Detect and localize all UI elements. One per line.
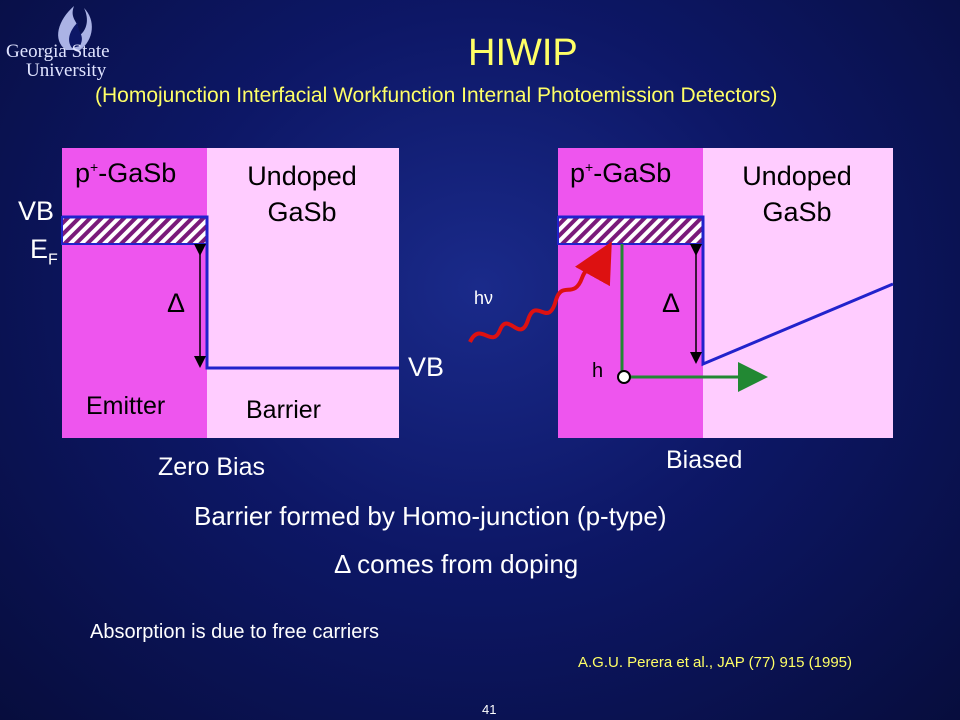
slide-title: HIWIP bbox=[468, 32, 578, 74]
hole-label: h bbox=[592, 360, 604, 382]
left-delta-label: Δ bbox=[167, 288, 186, 318]
right-barrier-region bbox=[703, 148, 893, 438]
citation: A.G.U. Perera et al., JAP (77) 915 (1995… bbox=[578, 654, 853, 671]
left-barrier-title: Undoped GaSb bbox=[232, 158, 372, 230]
left-vb-label: VB bbox=[18, 196, 55, 226]
left-barrier-line2: GaSb bbox=[267, 197, 337, 227]
right-vb-label: VB bbox=[408, 352, 445, 382]
biased-caption: Biased bbox=[666, 446, 743, 474]
left-emitter-prefix: p bbox=[75, 158, 91, 188]
right-barrier-line1: Undoped bbox=[742, 161, 852, 191]
right-emitter-sup: + bbox=[585, 159, 594, 175]
fermi-sub: F bbox=[48, 251, 58, 269]
left-emitter-title: p+-GaSb bbox=[75, 158, 176, 189]
slide-subtitle: (Homojunction Interfacial Workfunction I… bbox=[95, 84, 778, 107]
page-number: 41 bbox=[482, 702, 497, 717]
left-emitter-suffix: -GaSb bbox=[98, 158, 177, 188]
left-barrier-line1: Undoped bbox=[247, 161, 357, 191]
left-emitter-region bbox=[62, 148, 207, 438]
free-carrier-note: Absorption is due to free carriers bbox=[90, 621, 380, 643]
statement-doping: Δ comes from doping bbox=[334, 549, 579, 579]
photon-wave-icon bbox=[468, 241, 612, 343]
right-emitter-prefix: p bbox=[570, 158, 586, 188]
left-barrier-label: Barrier bbox=[246, 396, 322, 424]
logo-line1: Georgia State bbox=[6, 41, 110, 62]
logo-line2: University bbox=[26, 60, 107, 81]
right-emitter-title: p+-GaSb bbox=[570, 158, 671, 189]
right-barrier-line2: GaSb bbox=[762, 197, 832, 227]
zero-bias-diagram bbox=[61, 148, 399, 438]
right-fermi-hatch bbox=[557, 216, 704, 245]
right-valence-band bbox=[558, 215, 894, 367]
university-logo bbox=[58, 6, 92, 50]
fermi-level-label: EF bbox=[30, 234, 58, 269]
fermi-main: E bbox=[30, 234, 49, 264]
left-emitter-sup: + bbox=[90, 159, 99, 175]
right-emitter-suffix: -GaSb bbox=[593, 158, 672, 188]
statement-homojunction: Barrier formed by Homo-junction (p-type) bbox=[194, 501, 667, 531]
left-valence-band bbox=[62, 215, 399, 370]
biased-diagram bbox=[557, 148, 894, 438]
logo-text: Georgia State University bbox=[6, 42, 110, 80]
left-barrier-lower bbox=[207, 368, 399, 438]
left-fermi-hatch bbox=[61, 216, 208, 245]
left-barrier-region bbox=[207, 148, 399, 368]
right-delta-label: Δ bbox=[662, 288, 681, 318]
photon-label: hν bbox=[474, 288, 494, 308]
right-emitter-region bbox=[558, 148, 703, 438]
left-emitter-label: Emitter bbox=[86, 392, 166, 420]
right-barrier-title: Undoped GaSb bbox=[727, 158, 867, 230]
hole-icon bbox=[617, 370, 631, 384]
zero-bias-caption: Zero Bias bbox=[158, 453, 265, 481]
